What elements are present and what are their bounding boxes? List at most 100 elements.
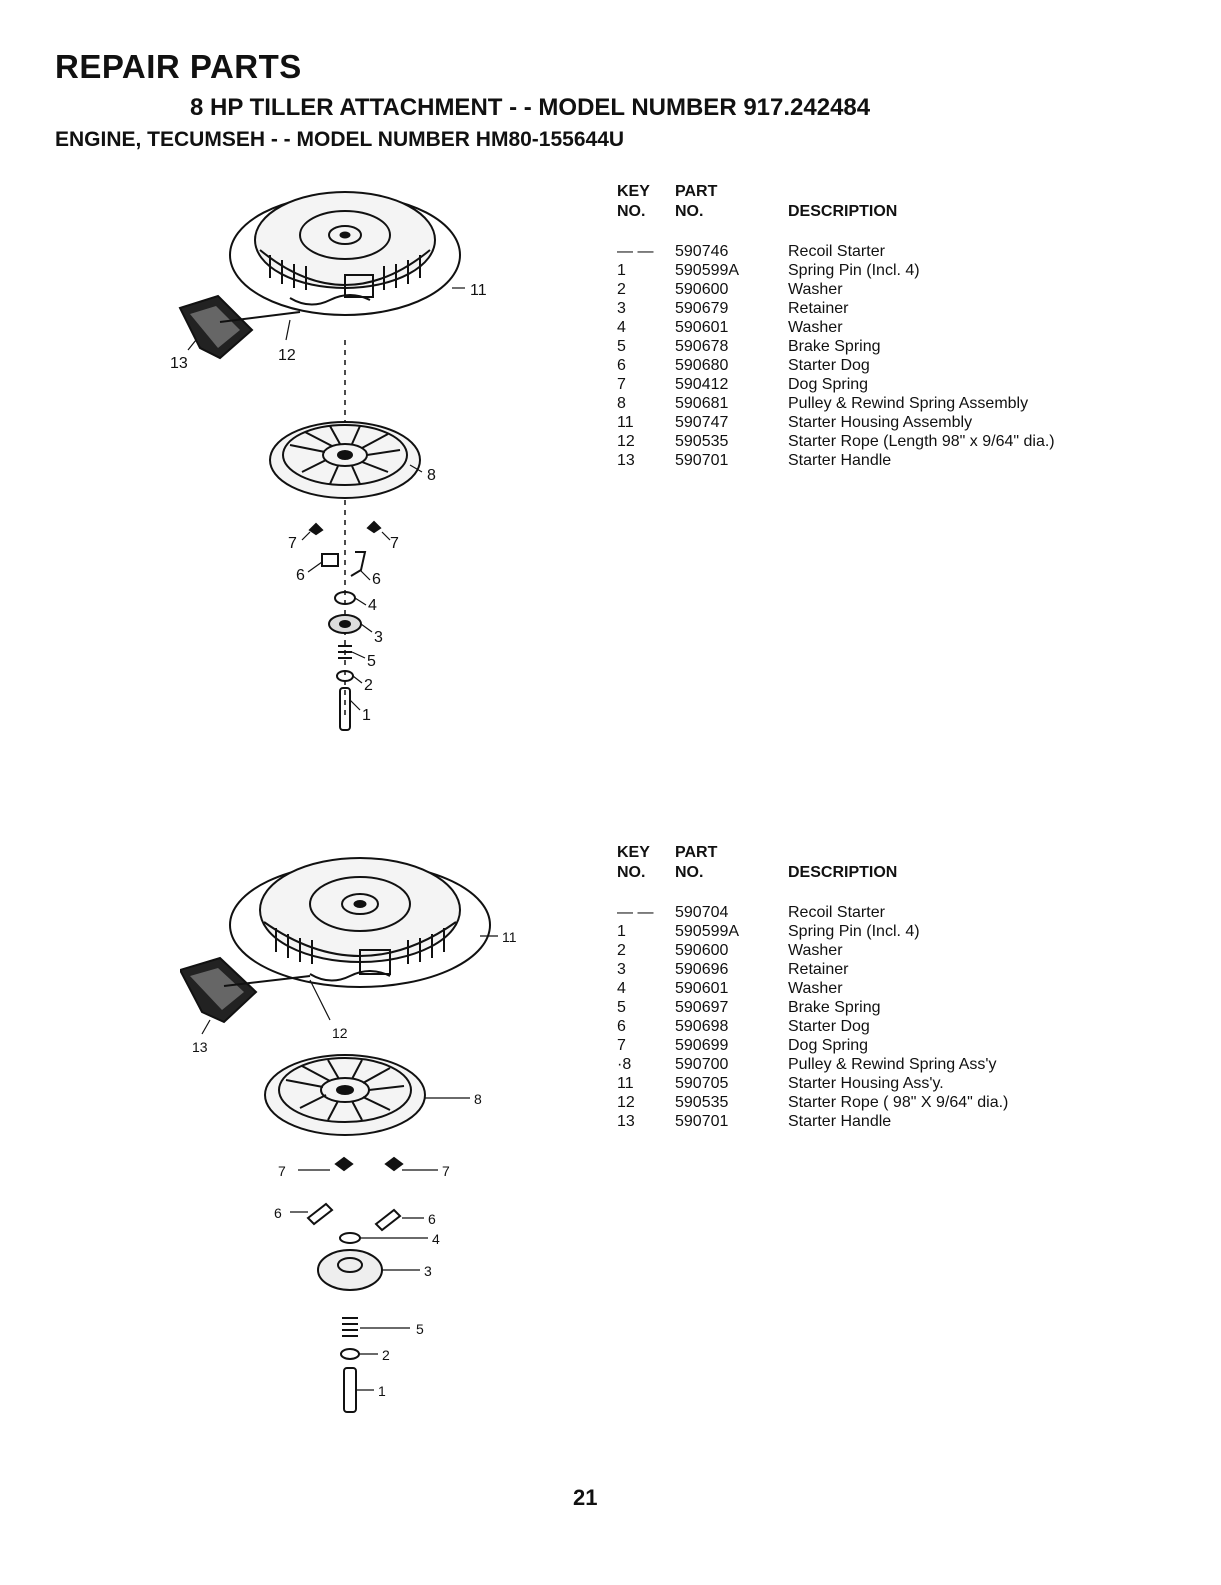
part-number: 590746 [675,243,729,260]
part-number: 590679 [675,300,729,317]
part-description: Starter Handle [788,452,892,469]
col-key-label: KEY [617,183,650,200]
part-key-no: 2 [617,942,626,959]
diagram2-label-3: 3 [424,1263,432,1279]
part-number: 590697 [675,999,729,1016]
diagram1-label-5: 5 [367,653,376,670]
starter-handle-drawing [178,294,301,360]
part-description: Retainer [788,961,849,978]
part-description: Retainer [788,300,849,317]
starter-handle-drawing-2 [180,956,311,1024]
col-part-no-label: NO. [675,864,704,881]
part-key-no: 7 [617,1037,626,1054]
part-key-no: 3 [617,300,626,317]
part-key-no: 11 [617,1075,634,1092]
part-number: 590696 [675,961,729,978]
part-description: Starter Rope (Length 98" x 9/64" dia.) [788,433,1055,450]
part-description: Starter Handle [788,1113,892,1130]
part-number: 590600 [675,942,729,959]
col-part-label: PART [675,844,718,861]
diagram2-label-7-left: 7 [278,1163,286,1179]
diagram1-label-11: 11 [470,282,487,299]
model-subtitle: 8 HP TILLER ATTACHMENT - - MODEL NUMBER … [190,94,871,121]
diagram2-label-13: 13 [192,1039,208,1055]
part-number: 590678 [675,338,729,355]
part-description: Dog Spring [788,1037,869,1054]
part-number: 590535 [675,433,729,450]
col-part-no-label: NO. [675,203,704,220]
part-description: Starter Rope ( 98" X 9/64" dia.) [788,1094,1009,1111]
diagram2-label-1: 1 [378,1383,386,1399]
diagram1-label-12: 12 [278,347,296,364]
part-number: 590701 [675,1113,729,1130]
diagram2-label-7-right: 7 [442,1163,450,1179]
part-number: 590701 [675,452,729,469]
part-key-no: 5 [617,338,626,355]
part-description: Washer [788,319,843,336]
part-key-no: 6 [617,1018,626,1035]
small-parts-drawing-2 [306,1156,404,1413]
diagram2-label-11: 11 [502,929,517,945]
part-description: Starter Housing Assembly [788,414,973,431]
part-key-no: 12 [617,433,635,450]
diagram2-label-2: 2 [382,1347,390,1363]
diagram1-label-7-right: 7 [390,535,399,552]
part-number: 590681 [675,395,729,412]
diagram1-label-7-left: 7 [288,535,297,552]
part-number: 590705 [675,1075,729,1092]
part-number: 590698 [675,1018,729,1035]
diagram1-label-8: 8 [427,467,436,484]
part-number: 590601 [675,319,729,336]
diagram1-label-1: 1 [362,707,371,724]
engine-model-line: ENGINE, TECUMSEH - - MODEL NUMBER HM80-1… [55,128,625,151]
part-number: 590535 [675,1094,729,1111]
diagram2-label-5: 5 [416,1321,424,1337]
part-description: Pulley & Rewind Spring Ass'y [788,1056,997,1073]
part-number: 590704 [675,904,729,921]
part-key-no: 6 [617,357,626,374]
part-key-no: ·8 [617,1056,632,1073]
diagram1-label-3: 3 [374,629,383,646]
part-key-no: — — [617,243,654,260]
diagram1-label-2: 2 [364,677,373,694]
exploded-diagram-2: 11 13 12 8 7 7 6 6 4 3 5 2 1 [180,840,540,1430]
part-number: 590412 [675,376,729,393]
col-description-label: DESCRIPTION [788,864,898,881]
part-description: Spring Pin (Incl. 4) [788,923,920,940]
part-number: 590599A [675,262,740,279]
diagram2-label-4: 4 [432,1231,440,1247]
part-key-no: 8 [617,395,626,412]
recoil-starter-diagram-2: 11 13 12 8 7 7 6 6 4 3 5 2 1 [180,857,517,1413]
part-key-no: — — [617,904,654,921]
part-key-no: 1 [617,923,626,940]
part-key-no: 13 [617,1113,635,1130]
pulley-drawing [269,421,421,499]
part-description: Spring Pin (Incl. 4) [788,262,920,279]
part-key-no: 4 [617,319,626,336]
part-number: 590680 [675,357,729,374]
diagram2-label-6-left: 6 [274,1205,282,1221]
starter-housing-drawing-2 [229,857,491,988]
diagram1-label-6-right: 6 [372,571,381,588]
part-description: Starter Dog [788,357,870,374]
part-description: Recoil Starter [788,243,885,260]
part-key-no: 5 [617,999,626,1016]
part-description: Brake Spring [788,999,881,1016]
diagram1-label-6-left: 6 [296,567,305,584]
part-number: 590699 [675,1037,729,1054]
part-key-no: 2 [617,281,626,298]
recoil-starter-diagram-1: 11 13 12 8 7 7 6 6 4 3 5 2 1 [170,191,487,731]
diagram2-label-8: 8 [474,1091,482,1107]
part-key-no: 7 [617,376,626,393]
part-key-no: 3 [617,961,626,978]
part-description: Dog Spring [788,376,869,393]
starter-housing-drawing [229,191,461,316]
pulley-drawing-2 [264,1054,426,1136]
part-key-no: 1 [617,262,626,279]
part-description: Washer [788,942,843,959]
diagram2-label-12: 12 [332,1025,348,1041]
page-number: 21 [573,1485,598,1510]
col-description-label: DESCRIPTION [788,203,898,220]
part-description: Brake Spring [788,338,881,355]
